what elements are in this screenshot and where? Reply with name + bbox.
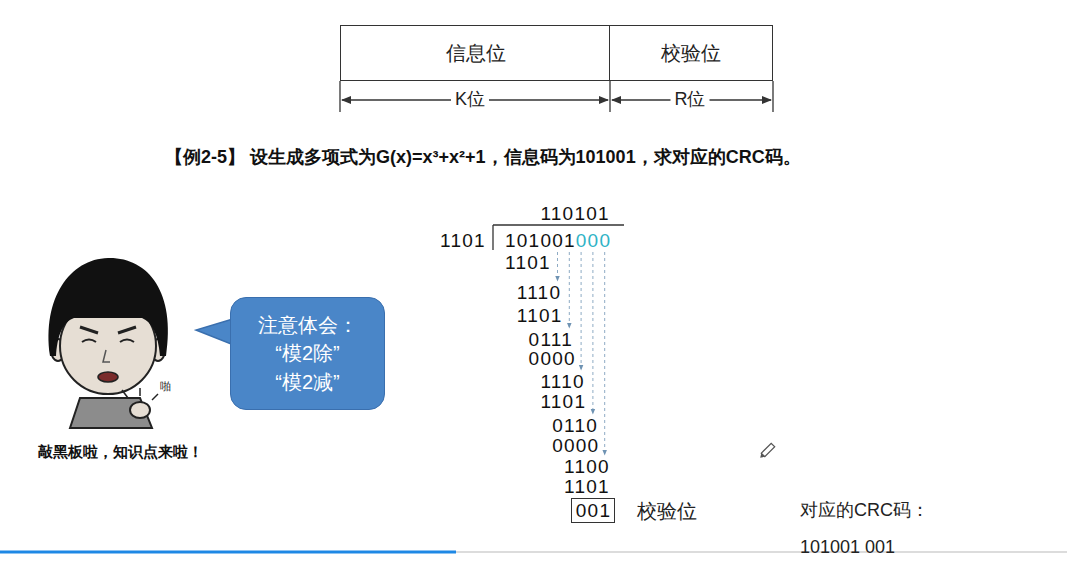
example-heading: 【例2-5】 设生成多项式为G(x)=x³+x²+1，信息码为101001，求对… (165, 147, 801, 169)
bracket-top (493, 224, 624, 225)
division-step: 1100 (564, 457, 610, 476)
sound-effect: 啪 (160, 381, 171, 392)
impact-line (122, 390, 128, 398)
remainder-box: 001 (571, 498, 615, 523)
division-step: 0111 (529, 330, 573, 349)
pencil-tip (758, 453, 764, 459)
cartoon-nose (103, 350, 110, 362)
guide-line (557, 252, 558, 281)
label-anchor: 101001 (505, 231, 576, 250)
pencil-icon (758, 443, 774, 459)
cartoon-mouth (98, 372, 118, 382)
appended-zeros: 000 (576, 231, 611, 250)
progress-track (0, 551, 1067, 553)
dimension-label: R位 (671, 90, 710, 110)
impact-lines (122, 388, 158, 400)
label-anchor: K位 (451, 90, 489, 110)
label-anchor: 校验位 (637, 499, 697, 523)
label-anchor: 1100 (564, 457, 610, 476)
quotient: 110101 (540, 204, 609, 223)
pencil-body (761, 443, 774, 456)
table-cell: 信息位 (340, 25, 611, 81)
check-bits-label: 校验位 (637, 499, 697, 523)
label-anchor: 啪 (160, 381, 171, 392)
dividend: 101001 (505, 231, 576, 250)
cartoon-fist (130, 402, 150, 418)
division-step: 1101 (564, 477, 610, 496)
bracket-side (492, 225, 493, 250)
label-anchor: 1101 (540, 392, 586, 411)
guide-line (581, 252, 582, 370)
division-step: 1101 (517, 306, 563, 325)
label-anchor: 1110 (517, 283, 561, 302)
cartoon-eye (82, 340, 96, 343)
dimension-lines (340, 81, 773, 112)
guide-line (569, 252, 570, 328)
table-cell: 校验位 (609, 25, 773, 81)
box-text: 信息位 (446, 41, 506, 65)
division-step: 0000 (552, 436, 599, 455)
dimension-label: K位 (451, 90, 489, 110)
division-step: 1101 (505, 253, 551, 272)
division-step: 1110 (517, 283, 561, 302)
progress-bar (0, 551, 456, 554)
label-anchor: 0110 (552, 416, 598, 435)
label-anchor: 对应的CRC码： (800, 500, 929, 522)
cartoon-figure (49, 258, 168, 428)
box-text: “模2除” (275, 339, 339, 367)
dimension-tick (772, 81, 773, 112)
guide-line (592, 252, 593, 414)
label-anchor: 110101 (540, 204, 609, 223)
label-anchor: 000 (576, 231, 611, 250)
label-anchor: 1101 (505, 253, 551, 272)
division-step: 1101 (540, 392, 586, 411)
dimension-tick (609, 81, 610, 112)
label-anchor: 敲黑板啦，知识点来啦！ (38, 443, 203, 461)
box-text: 校验位 (661, 41, 721, 65)
label-anchor: 0000 (529, 349, 576, 368)
box-text: “模2减” (275, 368, 339, 396)
label-anchor: 0000 (552, 436, 599, 455)
box-text: 001 (576, 501, 611, 520)
speech-bubble: 注意体会：“模2除”“模2减” (230, 297, 385, 410)
cartoon-hair (49, 258, 168, 356)
cartoon-eye (120, 340, 134, 343)
box-text: 注意体会： (258, 311, 358, 339)
division-step: 1110 (540, 372, 584, 391)
crc-result: 101001 001 (800, 537, 895, 559)
cartoon-brow (80, 327, 98, 333)
impact-line (139, 388, 141, 396)
cartoon-brow (118, 327, 136, 333)
heading-anchor: 【例2-5】 设生成多项式为G(x)=x³+x²+1，信息码为101001，求对… (165, 147, 801, 169)
division-step: 0110 (552, 416, 598, 435)
dimension-tick (339, 81, 340, 112)
label-anchor: 1101 (440, 231, 486, 250)
label-anchor: R位 (671, 90, 710, 110)
label-anchor: 1101 (564, 477, 610, 496)
impact-line (152, 394, 158, 400)
label-anchor: 1110 (540, 372, 584, 391)
division-step: 0000 (529, 349, 576, 368)
result-label: 对应的CRC码： (800, 500, 929, 522)
guide-line (604, 252, 605, 455)
label-anchor: 1101 (517, 306, 563, 325)
label-anchor: 101001 001 (800, 537, 895, 559)
divisor: 1101 (440, 231, 486, 250)
label-anchor: 0111 (529, 330, 573, 349)
division-bracket (493, 225, 624, 250)
cartoon-caption: 敲黑板啦，知识点来啦！ (38, 443, 203, 461)
cartoon-shirt (70, 398, 152, 428)
